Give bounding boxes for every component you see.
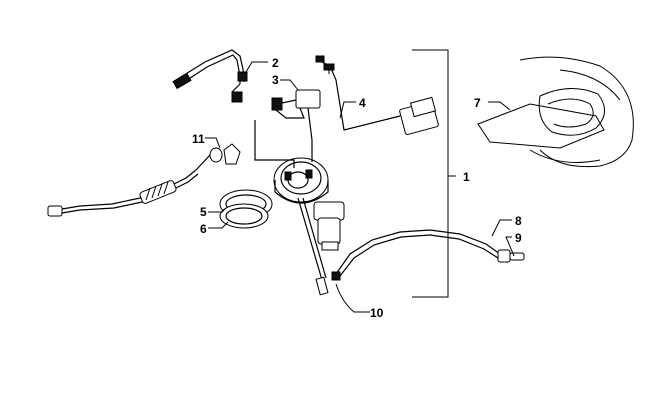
callout-7: 7 [474, 96, 481, 110]
callout-10: 10 [370, 306, 384, 320]
elbow-fitting [195, 143, 241, 171]
callout-4: 4 [359, 96, 366, 110]
callout-8: 8 [515, 214, 522, 228]
leader-lines [205, 61, 515, 313]
fuel-pump-assembly [254, 120, 345, 296]
callout-labels: 1 2 3 4 5 6 7 8 9 10 11 [192, 56, 522, 320]
electronic-module [315, 55, 439, 136]
callout-2: 2 [272, 56, 279, 70]
wire-harness [172, 49, 248, 103]
callout-1: 1 [463, 170, 470, 184]
housing-cover [477, 56, 634, 168]
callout-3: 3 [272, 73, 279, 87]
callout-11: 11 [192, 132, 205, 146]
callout-9: 9 [515, 231, 522, 245]
callout-6: 6 [200, 222, 207, 236]
callout-5: 5 [200, 205, 207, 219]
fuel-hose-left [47, 169, 199, 217]
clamp-rings [219, 189, 273, 229]
sensor-connector [271, 89, 321, 141]
fuel-line-right [331, 229, 525, 281]
assembly-bracket [412, 49, 456, 298]
